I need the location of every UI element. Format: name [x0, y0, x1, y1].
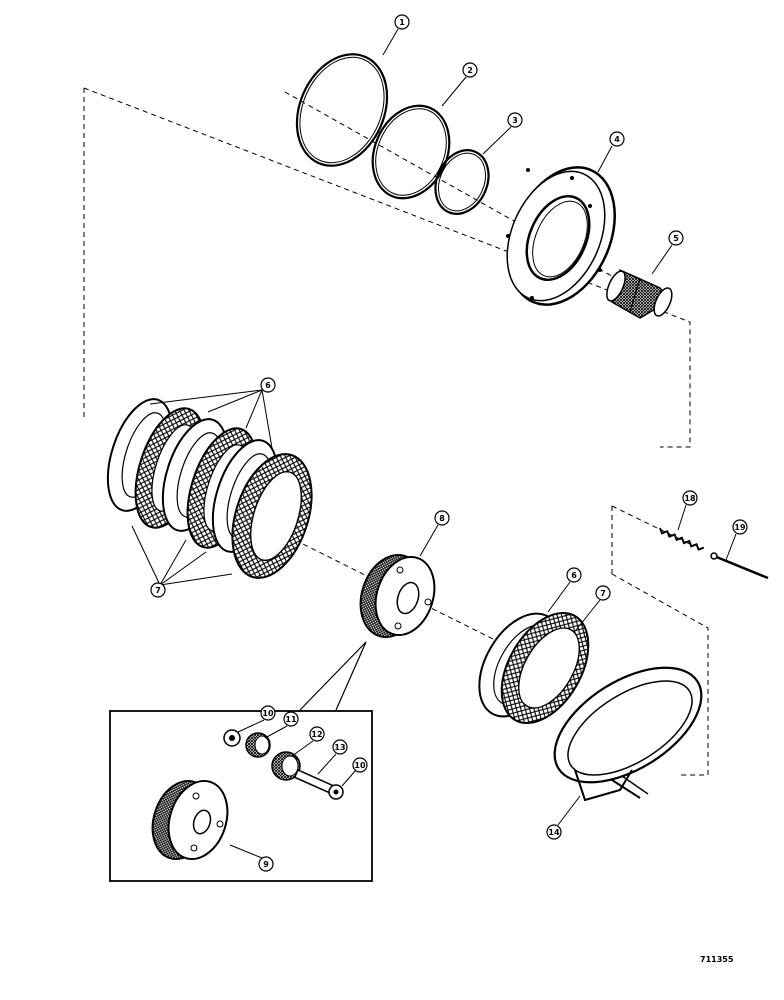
svg-text:4: 4: [614, 135, 620, 144]
detail-inset: [109, 710, 373, 882]
pinion-gear: [271, 751, 301, 781]
callout: 3: [507, 112, 523, 128]
callout: 4: [609, 131, 625, 147]
piston: [506, 166, 616, 306]
svg-text:6: 6: [265, 381, 271, 390]
svg-text:10: 10: [354, 761, 366, 770]
svg-text:7: 7: [155, 586, 161, 595]
svg-text:7: 7: [600, 589, 606, 598]
svg-text:12: 12: [311, 730, 322, 739]
callout: 10: [352, 757, 368, 773]
callout: 7: [150, 582, 166, 598]
splined-shaft: [606, 268, 673, 319]
svg-text:6: 6: [571, 571, 577, 580]
reference-code: 711355: [700, 955, 734, 964]
pin: [710, 552, 769, 580]
brake-band: [553, 666, 703, 802]
svg-text:8: 8: [439, 514, 445, 523]
callout: 11: [283, 711, 299, 727]
clutch-pack: [106, 398, 313, 579]
friction-disc: [500, 612, 590, 724]
callout: 6: [566, 567, 582, 583]
callout: 14: [546, 824, 562, 840]
svg-text:14: 14: [548, 828, 560, 837]
callout: 13: [332, 739, 348, 755]
callout: 6: [260, 377, 276, 393]
svg-text:11: 11: [285, 715, 297, 724]
callout: 7: [595, 585, 611, 601]
svg-text:3: 3: [512, 116, 518, 125]
svg-text:9: 9: [263, 860, 269, 869]
callout: 19: [732, 519, 748, 535]
callout: 18: [682, 490, 698, 506]
friction-disc: [231, 453, 313, 579]
callout: 9: [258, 856, 274, 872]
carrier: [151, 779, 229, 861]
callout: 8: [434, 510, 450, 526]
middle-ring: [371, 104, 451, 200]
callout: 1: [394, 14, 410, 30]
callout: 2: [462, 62, 478, 78]
callout: 12: [309, 726, 325, 742]
callout: 10: [260, 705, 276, 721]
svg-text:5: 5: [673, 234, 679, 243]
svg-text:2: 2: [467, 66, 473, 75]
callouts: 1 2 3 4 5 6 7 8 6 7 18 19 14 10 11 12 13…: [150, 14, 748, 872]
carrier-assembly: [359, 553, 436, 639]
inset-leaders: [299, 641, 367, 711]
outer-ring: [295, 53, 389, 167]
svg-text:19: 19: [734, 523, 746, 532]
pinion-gear: [245, 732, 271, 758]
svg-text:13: 13: [334, 743, 345, 752]
callout: 5: [668, 230, 684, 246]
svg-text:1: 1: [399, 18, 405, 27]
callout-leaders: [131, 28, 737, 859]
spring: [659, 527, 705, 551]
inner-ring: [434, 149, 490, 215]
svg-text:18: 18: [684, 494, 696, 503]
svg-text:10: 10: [262, 709, 274, 718]
